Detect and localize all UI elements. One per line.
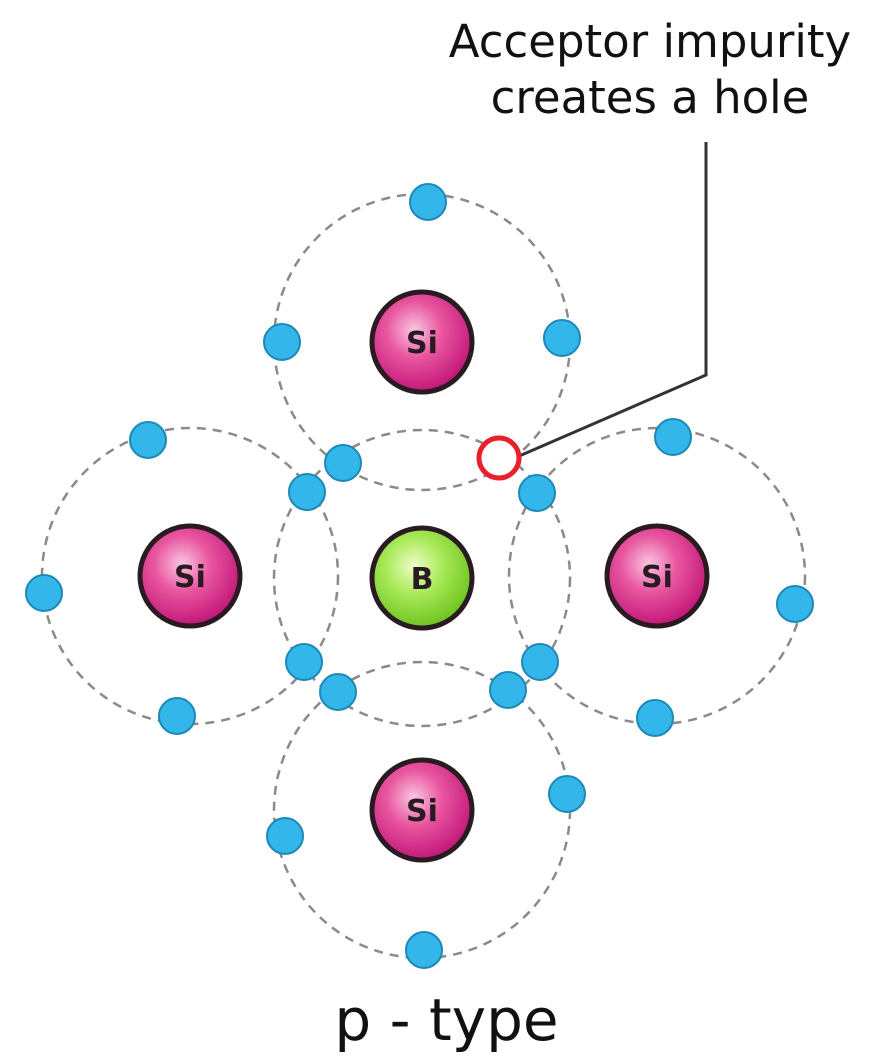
electron — [285, 643, 323, 681]
annotation-leader-line — [509, 142, 708, 462]
orbit-b-center — [272, 428, 572, 728]
hole-marker — [476, 435, 522, 481]
electron — [776, 585, 814, 623]
atom-label-si-top: Si — [406, 326, 438, 361]
annotation-line-1: Acceptor impurity — [448, 15, 852, 68]
electron — [263, 323, 301, 361]
electron — [409, 183, 447, 221]
electron — [521, 643, 559, 681]
electron — [405, 931, 443, 969]
atom-label-b-center: B — [411, 562, 434, 597]
atom-si-left: Si — [137, 523, 243, 629]
atom-si-top: Si — [369, 289, 475, 395]
electron — [158, 697, 196, 735]
electron — [548, 775, 586, 813]
electron — [654, 418, 692, 456]
electrons — [25, 183, 814, 969]
atom-label-si-right: Si — [641, 560, 673, 595]
atom-label-si-left: Si — [174, 560, 206, 595]
annotation-label: Acceptor impurity creates a hole — [420, 14, 880, 126]
electron — [25, 574, 63, 612]
electron — [543, 319, 581, 357]
atom-b-center: B — [369, 525, 475, 631]
diagram-caption: p - type — [334, 986, 559, 1054]
atom-label-si-bottom: Si — [406, 794, 438, 829]
electron — [288, 473, 326, 511]
electron — [636, 699, 674, 737]
electron — [319, 673, 357, 711]
electron — [324, 444, 362, 482]
annotation-line-2: creates a hole — [490, 71, 810, 124]
electron — [129, 421, 167, 459]
electron — [266, 817, 304, 855]
electron — [518, 474, 556, 512]
electron — [489, 671, 527, 709]
atom-si-bottom: Si — [369, 757, 475, 863]
atom-si-right: Si — [604, 523, 710, 629]
